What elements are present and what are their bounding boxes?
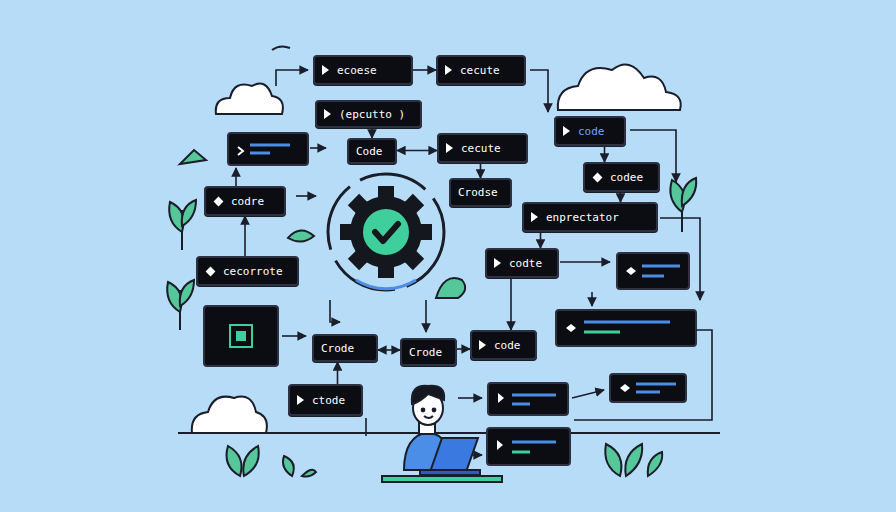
flow-connector [371,128,373,138]
leaf [167,280,194,330]
node-label: (epcutto ) [339,108,405,121]
cloud [216,84,283,114]
play-icon [446,143,453,153]
leaf [288,230,314,241]
node-label: code [578,125,605,138]
node-label: ecoese [337,64,377,77]
code-snippet-box [617,253,689,289]
play-icon [531,212,538,222]
flow-connector [480,163,482,178]
play-icon [563,126,570,136]
node-label: cecorrote [223,265,283,278]
node-label: ctode [312,394,345,407]
cloud-wisp [272,46,290,50]
node-label: Crode [321,342,354,355]
code-box: Crode [400,338,457,366]
code-box: ctode [288,384,363,416]
diamond-icon [593,172,603,182]
code-box: Crodse [449,178,512,207]
node-label: cecute [460,64,500,77]
node-label: enprectator [546,211,619,224]
code-box: ecoese [313,55,413,85]
chip-icon-box [204,306,278,366]
flow-arrow [236,70,712,455]
diamond-icon [206,266,216,276]
node-label: codte [509,257,542,270]
code-box: (epcutto ) [315,100,422,128]
flow-connector [378,349,400,351]
flow-connector [337,362,339,384]
play-icon [324,109,331,119]
leaf [180,150,206,164]
flow-connector [540,232,542,248]
play-icon [322,65,329,75]
code-box: cecorrote [196,256,299,286]
code-box: Code [347,138,397,164]
play-icon [479,340,486,350]
code-snippet-box [556,310,696,346]
cloud [558,65,681,110]
node-label: Code [356,145,383,158]
code-box: cecute [437,133,528,163]
leaf [436,278,465,298]
code-snippet-box [228,133,308,165]
code-box: code [470,330,537,360]
flow-connector [604,146,606,162]
code-box: codee [583,162,660,192]
code-snippet-box [487,428,570,465]
node-label: Crode [409,346,442,359]
flow-connector [244,216,246,256]
node-label: cecute [461,142,501,155]
code-box: codte [485,248,559,278]
node-label: code [494,339,521,352]
code-box: code [554,116,626,146]
code-box: codre [204,186,286,216]
flow-connector [620,192,622,202]
code-snippet-box [610,374,686,402]
code-snippet-box [488,383,568,415]
flow-connector [413,69,436,71]
leaf [605,444,662,476]
code-box: enprectator [522,202,658,232]
person-with-laptop [404,386,480,475]
gear-check-icon [328,174,444,290]
flow-connector [397,150,437,152]
play-icon [297,395,304,405]
node-label: codre [231,195,264,208]
flow-connector [457,348,470,350]
flow-connector [510,278,512,330]
leaf [670,178,696,232]
play-icon [445,65,452,75]
play-icon [494,258,501,268]
node-label: codee [610,171,643,184]
cloud [192,397,267,433]
node-label: Crodse [458,186,498,199]
code-box: cecute [436,55,526,85]
code-box: Crode [312,334,378,362]
diamond-icon [214,196,224,206]
leaf [169,200,196,250]
ground-strip [382,476,502,482]
leaf [227,446,317,477]
